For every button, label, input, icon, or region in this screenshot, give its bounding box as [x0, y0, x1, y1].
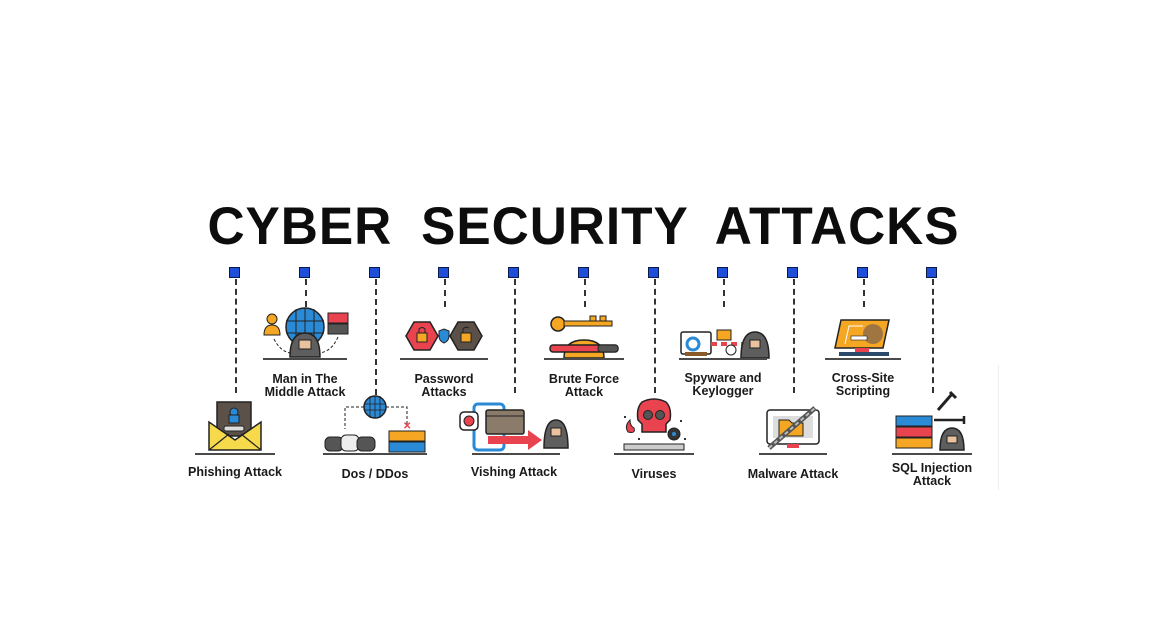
timeline-marker [229, 267, 240, 278]
connector-line [863, 279, 865, 307]
connector-line [654, 279, 656, 393]
monitor-script-icon [834, 319, 890, 356]
attack-label: Password Attacks [414, 372, 474, 399]
monitor-spy-icon [680, 329, 770, 359]
connector-line [444, 279, 446, 307]
attack-label: Dos / DDos [341, 467, 409, 481]
attack-label: Spyware and Keylogger [684, 371, 762, 398]
attack-label: SQL Injection Attack [891, 461, 973, 488]
database-syringe-icon [895, 390, 966, 451]
hex-lock-icon [405, 321, 483, 351]
key-gear-icon [549, 315, 619, 358]
attack-label: Phishing Attack [188, 465, 282, 479]
timeline-marker [369, 267, 380, 278]
globe-hacker-icon [263, 307, 349, 358]
page-title: CYBER SECURITY ATTACKS [207, 197, 960, 256]
baseline [825, 358, 901, 360]
connector-line [723, 279, 725, 307]
timeline-marker [717, 267, 728, 278]
attack-label: Cross-Site Scripting [831, 371, 895, 398]
baseline [679, 358, 767, 360]
divider [998, 365, 999, 490]
attack-label: Malware Attack [747, 467, 839, 481]
timeline-marker [787, 267, 798, 278]
timeline-marker [508, 267, 519, 278]
baseline [195, 453, 275, 455]
monitor-chain-icon [766, 406, 820, 450]
timeline-marker [299, 267, 310, 278]
envelope-lock-icon [208, 401, 262, 451]
svg-text:✕: ✕ [403, 421, 411, 432]
baseline [892, 453, 972, 455]
attack-label: Man in The Middle Attack [264, 372, 346, 399]
connector-line [514, 279, 516, 393]
baseline [614, 453, 694, 455]
connector-line [584, 279, 586, 307]
baseline [472, 453, 560, 455]
botnet-server-icon: ✕ [324, 395, 426, 453]
timeline-marker [578, 267, 589, 278]
timeline-marker [648, 267, 659, 278]
connector-line [235, 279, 237, 393]
connector-line [375, 279, 377, 395]
skull-virus-icon [623, 398, 686, 451]
timeline-marker [857, 267, 868, 278]
baseline [400, 358, 488, 360]
timeline-marker [438, 267, 449, 278]
connector-line [793, 279, 795, 393]
attack-label: Brute Force Attack [548, 372, 620, 399]
attack-label: Viruses [631, 467, 677, 481]
baseline [759, 453, 827, 455]
baseline [323, 453, 427, 455]
timeline-marker [926, 267, 937, 278]
attack-label: Vishing Attack [470, 465, 558, 479]
baseline [544, 358, 624, 360]
phone-card-hacker-icon [459, 402, 569, 452]
baseline [263, 358, 347, 360]
connector-line [305, 279, 307, 307]
connector-line [932, 279, 934, 393]
